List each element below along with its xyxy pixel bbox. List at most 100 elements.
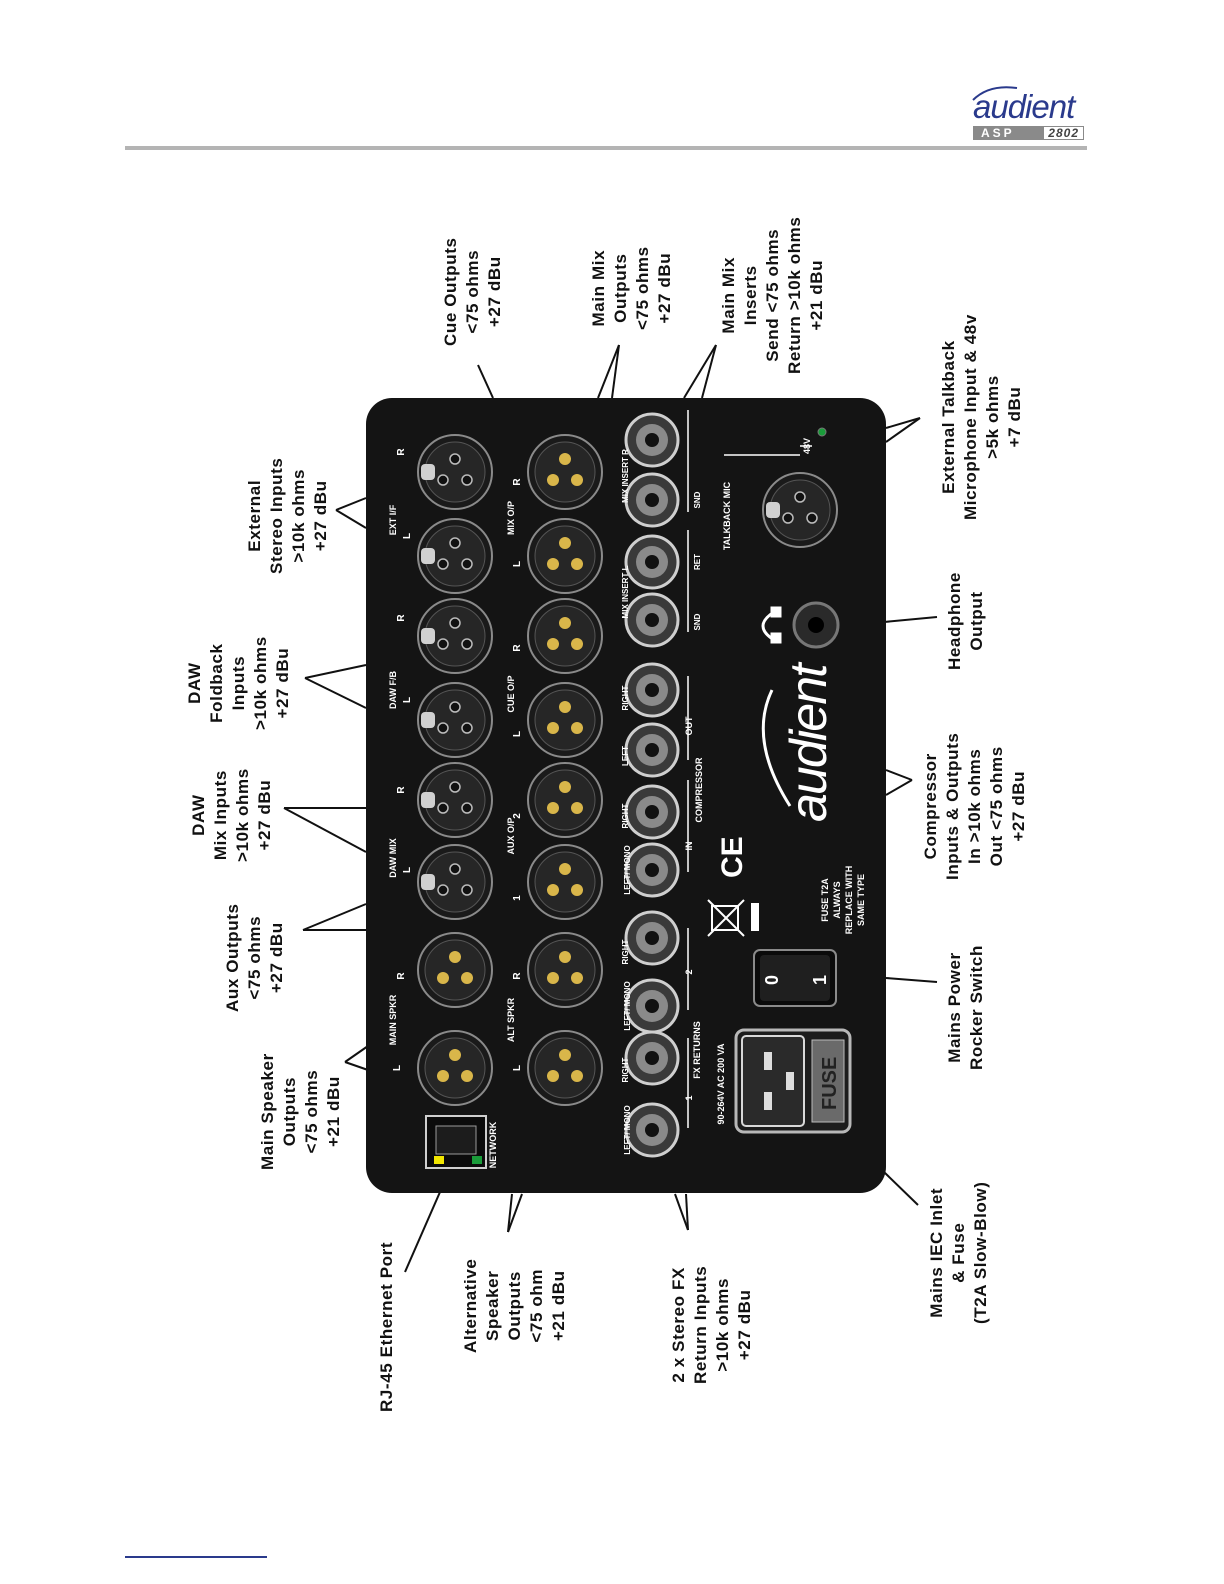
comp-in-right-jack[interactable] xyxy=(624,784,680,840)
ext-if-r-xlr[interactable] xyxy=(417,434,493,510)
logo-model-badge: ASP 2802 xyxy=(973,126,1084,140)
main-spkr-r-xlr[interactable] xyxy=(417,932,493,1008)
network-label: NETWORK xyxy=(488,1121,498,1168)
power-rating-label: 90-264V AC 200 VA xyxy=(716,1043,726,1125)
daw-mix-r-xlr[interactable] xyxy=(417,762,493,838)
led-yellow xyxy=(434,1156,444,1164)
panel-bracket-lines xyxy=(687,410,812,1128)
comp-out-right-label: RIGHT xyxy=(621,685,630,710)
comp-out-right-jack[interactable] xyxy=(624,662,680,718)
weee-bin-icon xyxy=(707,899,759,937)
insert-l-ret-jack[interactable] xyxy=(624,534,680,590)
logo-model-left: ASP xyxy=(981,126,1015,140)
label-compressor: Compressor Inputs & Outputs In >10k ohms… xyxy=(921,732,1028,880)
fx-1-label: 1 xyxy=(684,1095,694,1100)
fuse-note-2: ALWAYS xyxy=(832,881,842,918)
mix-insert-r-label: MIX INSERT R xyxy=(621,449,630,503)
footer-rule xyxy=(125,1556,267,1558)
headphone-icon xyxy=(761,606,782,644)
switch-0-label: 0 xyxy=(762,975,782,985)
fx1-right-jack[interactable] xyxy=(624,1030,680,1086)
label-talkback: External Talkback Microphone Input & 48v… xyxy=(939,314,1024,520)
fx1-left-jack[interactable] xyxy=(624,1102,680,1158)
talkback-mic-label: TALKBACK MIC xyxy=(722,481,732,550)
daw-fb-r-xlr[interactable] xyxy=(417,598,493,674)
label-mains-power: Mains Power Rocker Switch xyxy=(945,945,986,1070)
talkback-mic-xlr[interactable] xyxy=(762,472,838,548)
cue-op-r-label: R xyxy=(512,644,523,652)
xlr-connectors xyxy=(417,434,838,1106)
alt-spkr-r-xlr[interactable] xyxy=(527,932,603,1008)
daw-fb-l-label: L xyxy=(402,697,413,703)
fx-2-label: 2 xyxy=(684,969,694,974)
main-spkr-l-label: L xyxy=(392,1065,403,1071)
label-daw-mix: DAW Mix Inputs >10k ohms +27 dBu xyxy=(189,768,274,862)
insert-r-snd-label: SND xyxy=(693,491,702,508)
label-cue-outputs: Cue Outputs <75 ohms +27 dBu xyxy=(441,237,504,346)
ext-if-l-xlr[interactable] xyxy=(417,518,493,594)
main-spkr-r-label: R xyxy=(396,972,407,980)
daw-fb-l-xlr[interactable] xyxy=(417,682,493,758)
rj45-port[interactable] xyxy=(425,1115,487,1169)
alt-spkr-l-label: L xyxy=(512,1065,523,1071)
main-spkr-l-xlr[interactable] xyxy=(417,1030,493,1106)
label-rj45: RJ-45 Ethernet Port xyxy=(377,1241,396,1412)
fx2-right-jack[interactable] xyxy=(624,910,680,966)
aux-op-2-label: 2 xyxy=(512,813,523,819)
alt-spkr-label: ALT SPKR xyxy=(506,997,516,1042)
fx1-left-label: LEFT/ MONO xyxy=(623,1105,632,1154)
comp-in-right-label: RIGHT xyxy=(621,803,630,828)
fx2-right-label: RIGHT xyxy=(621,939,630,964)
ext-if-r-label: R xyxy=(396,448,407,456)
fx2-left-label: LEFT/ MONO xyxy=(623,981,632,1030)
alt-spkr-l-xlr[interactable] xyxy=(527,1030,603,1106)
aux-op-2-xlr[interactable] xyxy=(527,762,603,838)
audient-logo: audient ASP 2802 xyxy=(965,86,1090,146)
cue-op-label: CUE O/P xyxy=(506,675,516,712)
ext-if-l-label: L xyxy=(402,533,413,539)
alt-spkr-r-label: R xyxy=(512,972,523,980)
label-main-mix-inserts: Main Mix Inserts Send <75 ohms Return >1… xyxy=(719,216,826,374)
mix-op-r-xlr[interactable] xyxy=(527,434,603,510)
phantom-led xyxy=(817,427,827,437)
mix-op-label: MIX O/P xyxy=(506,501,516,535)
fuse-label: FUSE xyxy=(819,1057,841,1110)
mix-op-r-label: R xyxy=(512,478,523,486)
cue-op-l-label: L xyxy=(512,731,523,737)
insert-l-snd-jack[interactable] xyxy=(624,592,680,648)
logo-model-right: 2802 xyxy=(1043,126,1084,140)
fx1-right-label: RIGHT xyxy=(621,1057,630,1082)
comp-out-left-jack[interactable] xyxy=(624,722,680,778)
led-green xyxy=(472,1156,482,1164)
label-external-stereo: External Stereo Inputs >10k ohms +27 dBu xyxy=(245,457,330,574)
insert-l-ret-label: RET xyxy=(693,554,702,570)
iec-inlet[interactable] xyxy=(734,1028,852,1134)
aux-op-1-label: 1 xyxy=(512,895,523,901)
mix-op-l-label: L xyxy=(512,561,523,567)
power-rocker-switch[interactable] xyxy=(753,949,837,1007)
leader-lines xyxy=(283,344,938,1273)
headphone-socket[interactable] xyxy=(792,601,840,649)
daw-mix-l-xlr[interactable] xyxy=(417,844,493,920)
panel-brand-logo: audient xyxy=(780,661,838,822)
aux-op-1-xlr[interactable] xyxy=(527,844,603,920)
label-mains-iec: Mains IEC Inlet & Fuse (T2A Slow-Blow) xyxy=(927,1181,990,1324)
daw-mix-l-label: L xyxy=(402,867,413,873)
compressor-label: COMPRESSOR xyxy=(694,757,704,823)
cue-op-l-xlr[interactable] xyxy=(527,682,603,758)
insert-r-ret-jack[interactable] xyxy=(624,412,680,468)
insert-r-snd-jack[interactable] xyxy=(624,472,680,528)
fx2-left-jack[interactable] xyxy=(624,978,680,1034)
cue-op-r-xlr[interactable] xyxy=(527,598,603,674)
fuse-note-4: SAME TYPE xyxy=(856,874,866,926)
fx-returns-label: FX RETURNS xyxy=(692,1021,702,1079)
fuse-note-3: REPLACE WITH xyxy=(844,866,854,935)
comp-in-left-jack[interactable] xyxy=(624,842,680,898)
daw-mix-label: DAW MIX xyxy=(388,838,398,878)
switch-1-label: 1 xyxy=(810,975,830,985)
daw-fb-r-label: R xyxy=(396,614,407,622)
fuse-holder[interactable] xyxy=(811,1039,845,1123)
mix-op-l-xlr[interactable] xyxy=(527,518,603,594)
